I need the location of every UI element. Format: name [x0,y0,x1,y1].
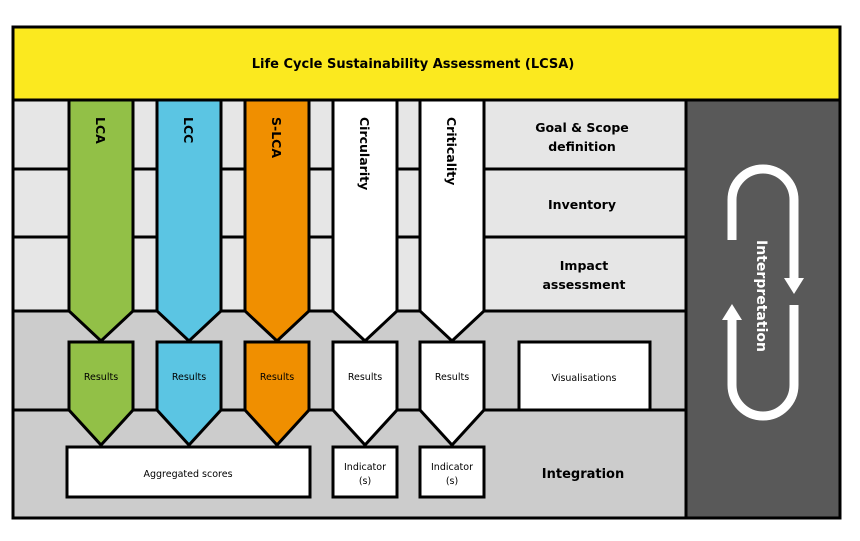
goal-scope-label-1: Goal & Scope [535,120,629,135]
lca-column-arrow [67,98,135,344]
impact-label-1: Impact [560,258,608,273]
circularity-results-label: Results [348,372,382,383]
lca-label: LCA [93,117,108,144]
criticality-results-arrow [418,340,486,448]
interpretation-loop-icon [727,164,799,421]
integration-label: Integration [542,467,624,482]
lca-results-label: Results [84,372,118,383]
indicator-label-1: Indicator [344,462,386,473]
impact-label-2: assessment [542,277,625,292]
outer-frame [11,25,842,520]
lcsa-title: Life Cycle Sustainability Assessment (LC… [252,57,575,72]
arrow-up-icon [722,304,742,320]
s-lca-results-label: Results [260,372,294,383]
criticality-results-label: Results [435,372,469,383]
interpretation-label: Interpretation [753,240,769,352]
indicator-label-2: (s) [446,476,458,487]
inventory-label: Inventory [548,197,616,212]
lcc-results-label: Results [172,372,206,383]
indicator-label-2: (s) [359,476,371,487]
circularity-indicator-box [331,445,399,499]
circularity-column-arrow [331,98,399,344]
circularity-label: Circularity [357,117,372,190]
aggregated-scores-box [65,445,312,499]
criticality-label: Criticality [444,117,459,185]
circularity-results-arrow [331,340,399,448]
indicator-label-1: Indicator [431,462,473,473]
s-lca-results-arrow [243,340,311,448]
aggregated-scores-label: Aggregated scores [143,469,232,480]
visualisations-box [517,340,652,412]
s-lca-label: S-LCA [269,117,284,158]
arrow-down-icon [784,278,804,294]
criticality-indicator-box [418,445,486,499]
lcc-label: LCC [181,117,196,143]
goal-scope-label-2: definition [548,139,616,154]
visualisations-label: Visualisations [552,373,617,384]
criticality-column-arrow [418,98,486,344]
s-lca-column-arrow [243,98,311,344]
lcc-column-arrow [155,98,223,344]
lca-results-arrow [67,340,135,448]
lcc-results-arrow [155,340,223,448]
